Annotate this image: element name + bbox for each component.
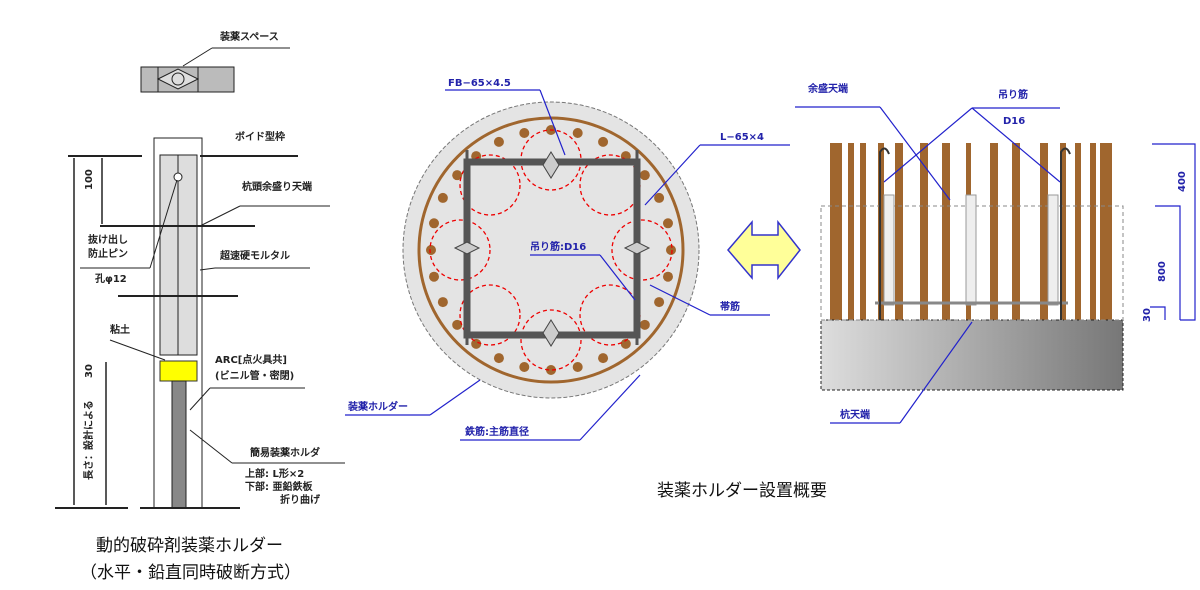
- label-clay: 粘土: [110, 323, 130, 336]
- rebar-bar: [1040, 143, 1048, 320]
- rebar-dot: [452, 170, 463, 181]
- double-arrow-icon: [727, 219, 801, 281]
- rebar-dot: [639, 170, 650, 181]
- label-lower-1: 下部: 亜鉛鉄板: [245, 480, 313, 493]
- holder-section-drawing: [55, 47, 345, 509]
- dim-800: 800: [1157, 261, 1168, 282]
- label-pile-top: 杭天端: [840, 408, 870, 421]
- rebar-bar: [990, 143, 998, 320]
- label-void-form: ボイド型枠: [235, 130, 285, 143]
- dim-400: 400: [1177, 171, 1188, 192]
- rebar-dot: [639, 319, 650, 330]
- rebar-dot: [493, 353, 504, 364]
- label-pin-2: 防止ピン: [88, 247, 128, 260]
- rebar-dot: [429, 218, 440, 229]
- rebar-dot: [662, 271, 673, 282]
- fracture-zone-circle: [520, 309, 582, 371]
- label-pin-1: 抜け出し: [88, 233, 128, 246]
- fracture-zone-circle: [611, 219, 673, 281]
- elevation-drawing: [795, 106, 1196, 424]
- rebar-bar: [848, 143, 854, 320]
- label-extra-top: 余盛天端: [807, 82, 848, 95]
- caption-left-2: （水平・鉛直同時破断方式）: [80, 563, 301, 583]
- rebar-dot: [598, 353, 609, 364]
- label-hoop: 帯筋: [720, 300, 740, 313]
- label-arc-2: (ビニル管・密閉): [215, 369, 294, 382]
- label-holder: 簡易装薬ホルダ: [250, 446, 320, 459]
- rebar-bar: [860, 143, 866, 320]
- rebar-bar: [1090, 143, 1096, 320]
- rebar-bar: [1060, 143, 1066, 320]
- label-d16: D16: [1003, 116, 1025, 127]
- label-charge-holder: 装薬ホルダー: [347, 400, 408, 413]
- dim-30: 30: [84, 364, 95, 378]
- rebar-dot: [437, 297, 448, 308]
- label-length: 長さ：設計による: [82, 400, 95, 480]
- rebar-dot: [662, 218, 673, 229]
- rebar-dot: [546, 365, 556, 375]
- rebar-bar: [1012, 143, 1020, 320]
- rebar-dot: [654, 192, 665, 203]
- label-hanger: 吊り筋:D16: [530, 240, 586, 253]
- caption-middle: 装薬ホルダー設置概要: [657, 481, 827, 501]
- fracture-zone-circle: [459, 284, 521, 346]
- caption-left-1: 動的破砕剤装薬ホルダー: [96, 536, 283, 556]
- rebar-dot: [429, 271, 440, 282]
- rebar-dot: [598, 136, 609, 147]
- label-charge-space: 装薬スペース: [219, 30, 279, 43]
- label-hole: 孔φ12: [95, 272, 127, 285]
- rebar-dot: [437, 192, 448, 203]
- rebar-dot: [426, 245, 436, 255]
- fracture-zone-circle: [459, 154, 521, 216]
- rebar-dot: [666, 245, 676, 255]
- rebar-dot: [519, 128, 530, 139]
- label-angle: L−65×4: [720, 132, 764, 143]
- label-arc-1: ARC[点火具共]: [215, 353, 287, 366]
- label-lower-2: 折り曲げ: [280, 493, 321, 506]
- label-upper: 上部: L形×2: [245, 467, 304, 480]
- rebar-dot: [620, 338, 631, 349]
- dim-100: 100: [84, 169, 95, 190]
- label-fb: FB−65×4.5: [448, 78, 511, 89]
- rebar-bar: [830, 143, 842, 320]
- rebar-dot: [572, 128, 583, 139]
- rebar-bar: [1075, 143, 1081, 320]
- label-pile-top-extra: 杭頭余盛り天端: [242, 180, 312, 193]
- label-rebar: 鉄筋:主筋直径: [465, 425, 529, 438]
- label-right-hanger: 吊り筋: [998, 88, 1028, 101]
- rebar-dot: [572, 361, 583, 372]
- rebar-dot: [519, 361, 530, 372]
- rebar-bar: [920, 143, 928, 320]
- rebar-bar: [942, 143, 950, 320]
- dim-30-right: 30: [1142, 308, 1153, 322]
- rebar-dot: [493, 136, 504, 147]
- plan-view-drawing: [345, 89, 801, 441]
- rebar-bar: [1100, 143, 1112, 320]
- rebar-dot: [471, 338, 482, 349]
- rebar-bar: [895, 143, 903, 320]
- rebar-dot: [654, 297, 665, 308]
- rebar-dot: [452, 319, 463, 330]
- label-mortar: 超速硬モルタル: [219, 249, 290, 262]
- fracture-zone-circle: [429, 219, 491, 281]
